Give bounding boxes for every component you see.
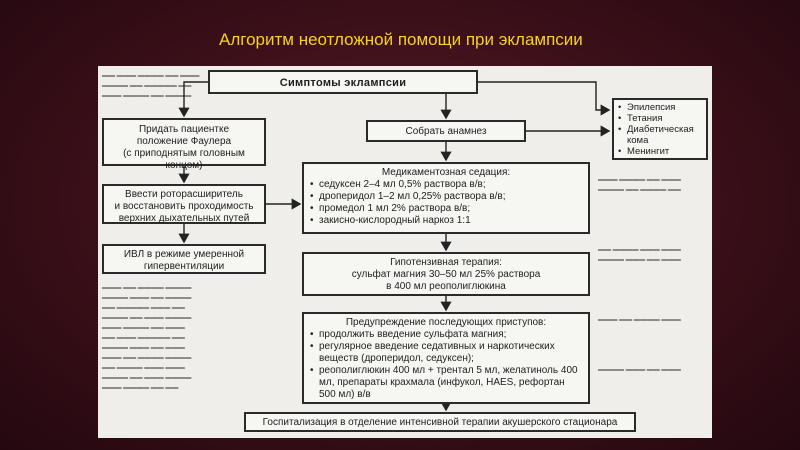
- node-text-line: в 400 мл реополиглюкина: [386, 281, 506, 292]
- node-text-line: верхних дыхательных путей: [118, 213, 250, 224]
- node-sedation-title: Медикаментозная седация:: [381, 167, 511, 178]
- differential-list: Эпилепсия Тетания Диабетическая кома Мен…: [618, 102, 702, 157]
- background-text: ▬▬▬▬ ▬▬▬ ▬▬ ▬▬▬: [598, 256, 681, 263]
- node-sedation: Медикаментозная седация: седуксен 2–4 мл…: [302, 162, 590, 234]
- list-item: закисно-кислородный наркоз 1:1: [310, 215, 582, 227]
- list-item: дроперидол 1–2 мл 0,25% раствора в/в;: [310, 191, 582, 203]
- node-fowler-position: Придать пациентке положение Фаулера (с п…: [102, 118, 266, 171]
- background-text: ▬▬▬▬ ▬▬▬ ▬▬ ▬▬▬: [102, 344, 185, 351]
- node-hospitalization-label: Госпитализация в отделение интенсивной т…: [262, 417, 618, 428]
- list-item: регулярное введение седативных и наркоти…: [310, 341, 582, 365]
- node-hypotensive-therapy: Гипотензивная терапия: сульфат магния 30…: [302, 252, 590, 296]
- node-text-line: (с приподнятым головным: [123, 148, 245, 159]
- arrow-symptoms-to-fowler: [178, 81, 208, 118]
- node-text-line: положение Фаулера: [136, 136, 232, 147]
- node-text-line: и восстановить проходимость: [114, 201, 254, 212]
- scanned-flowchart: ▬▬ ▬▬▬ ▬▬▬▬ ▬▬ ▬▬▬ ▬▬▬▬ ▬▬ ▬▬▬▬▬ ▬▬ ▬▬▬ …: [98, 66, 712, 438]
- background-text: ▬▬▬▬ ▬▬▬ ▬▬ ▬▬▬▬: [102, 294, 192, 301]
- background-text: ▬▬▬▬ ▬▬▬ ▬▬ ▬▬▬: [598, 366, 681, 373]
- list-item: промедол 1 мл 2% раствора в/в;: [310, 203, 582, 215]
- node-text-line: ИВЛ в режиме умеренной: [123, 249, 245, 260]
- node-symptoms: Симптомы эклампсии: [208, 70, 478, 94]
- background-text: ▬▬▬▬ ▬▬ ▬▬▬ ▬▬▬▬: [102, 314, 192, 321]
- node-prevention: Предупреждение последующих приступов: пр…: [302, 312, 590, 404]
- slide-title: Алгоритм неотложной помощи при эклампсии: [219, 30, 583, 49]
- node-hospitalization: Госпитализация в отделение интенсивной т…: [244, 412, 636, 432]
- list-item: седуксен 2–4 мл 0,5% раствора в/в;: [310, 179, 582, 191]
- sedation-list: седуксен 2–4 мл 0,5% раствора в/в; дропе…: [310, 179, 582, 227]
- node-text-line: гипервентиляции: [143, 261, 225, 272]
- background-text: ▬▬▬▬ ▬▬ ▬▬▬▬ ▬▬: [598, 186, 681, 193]
- prevention-list: продолжить введение сульфата магния; рег…: [310, 329, 582, 401]
- node-ventilation: ИВЛ в режиме умеренной гипервентиляции: [102, 244, 266, 274]
- background-text: ▬▬ ▬▬▬▬▬ ▬▬▬ ▬▬: [102, 304, 185, 311]
- node-differential-diagnosis: Эпилепсия Тетания Диабетическая кома Мен…: [612, 98, 708, 160]
- background-text: ▬▬▬ ▬▬▬▬ ▬▬ ▬▬: [102, 384, 179, 391]
- background-text: ▬▬▬▬ ▬▬ ▬▬▬ ▬▬▬▬: [102, 374, 192, 381]
- list-item: Менингит: [618, 146, 702, 157]
- connector-arrows: [178, 81, 611, 412]
- node-text-line: концом): [165, 160, 203, 171]
- list-item: Диабетическая кома: [618, 124, 702, 146]
- background-text: ▬▬▬ ▬▬ ▬▬▬▬ ▬▬▬: [598, 316, 681, 323]
- background-text: ▬▬ ▬▬▬▬ ▬▬▬ ▬▬▬: [598, 246, 681, 253]
- node-anamnesis-label: Собрать анамнез: [405, 126, 487, 137]
- node-symptoms-label: Симптомы эклампсии: [279, 77, 407, 89]
- node-hypotensive-title: Гипотензивная терапия:: [390, 257, 502, 268]
- background-text: ▬▬ ▬▬▬ ▬▬▬▬▬ ▬▬: [102, 334, 185, 341]
- background-text: ▬▬▬ ▬▬ ▬▬▬▬ ▬▬▬▬: [102, 284, 192, 291]
- list-item: Эпилепсия: [618, 102, 702, 113]
- node-anamnesis: Собрать анамнез: [366, 120, 526, 142]
- background-text: ▬▬ ▬▬▬▬ ▬▬▬ ▬▬▬: [102, 364, 185, 371]
- background-text: ▬▬▬ ▬▬▬▬ ▬▬ ▬▬▬: [598, 176, 681, 183]
- node-text-line: Придать пациентке: [138, 124, 230, 135]
- arrow-symptoms-to-differential: [478, 81, 611, 116]
- node-text-line: Ввести роторасширитель: [125, 189, 243, 200]
- list-item: продолжить введение сульфата магния;: [310, 329, 582, 341]
- background-text: ▬▬▬ ▬▬▬▬ ▬▬ ▬▬▬: [102, 324, 185, 331]
- background-text: ▬▬▬▬ ▬▬ ▬▬▬▬▬ ▬▬: [102, 82, 192, 89]
- background-text: ▬▬▬ ▬▬▬▬ ▬▬ ▬▬▬▬: [102, 92, 192, 99]
- node-prevention-title: Предупреждение последующих приступов:: [345, 317, 547, 328]
- list-item: реополиглюкин 400 мл + трентал 5 мл, жел…: [310, 365, 582, 401]
- background-text: ▬▬▬ ▬▬ ▬▬▬▬ ▬▬▬▬: [102, 354, 192, 361]
- node-text-line: сульфат магния 30–50 мл 25% раствора: [351, 269, 541, 280]
- background-text: ▬▬ ▬▬▬ ▬▬▬▬ ▬▬ ▬▬▬: [102, 72, 200, 79]
- node-airway: Ввести роторасширитель и восстановить пр…: [102, 184, 266, 224]
- list-item: Тетания: [618, 113, 702, 124]
